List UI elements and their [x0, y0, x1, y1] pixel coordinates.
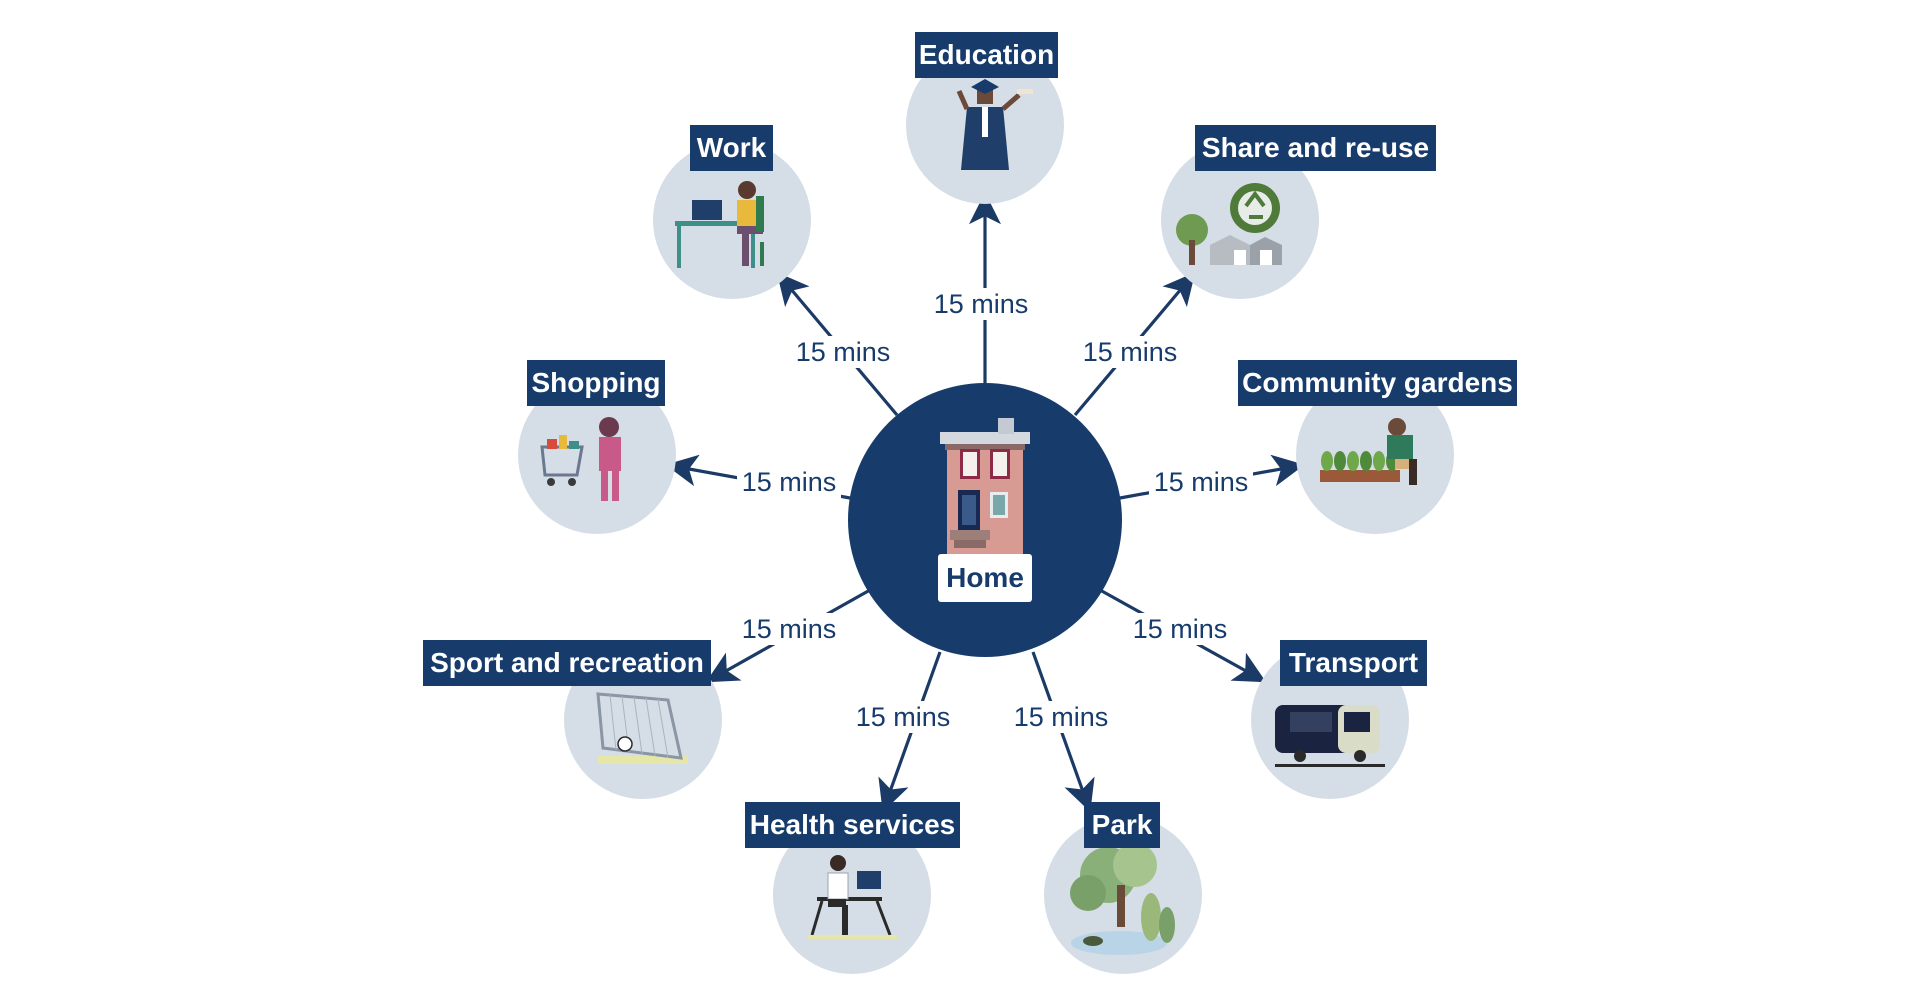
destination-health-services: Health services — [745, 802, 960, 974]
travel-time-bg-education — [929, 288, 1033, 320]
education-tag — [915, 32, 1058, 78]
sport-and-recreation-label: Sport and recreation — [430, 647, 704, 678]
work-tag — [690, 125, 773, 171]
transport-tag — [1280, 640, 1427, 686]
travel-time-community-gardens: 15 mins — [1154, 467, 1249, 497]
travel-time-health-services: 15 mins — [856, 702, 951, 732]
destination-park: Park — [1044, 802, 1202, 974]
shopping-circle — [518, 376, 676, 534]
sport-and-recreation-tag — [423, 640, 711, 686]
community-gardens-label: Community gardens — [1242, 367, 1513, 398]
doctor-desk-icon — [807, 855, 897, 939]
transport-label: Transport — [1289, 647, 1418, 678]
shopping-label: Shopping — [531, 367, 660, 398]
work-label: Work — [697, 132, 767, 163]
destination-sport-and-recreation: Sport and recreation — [423, 640, 722, 799]
travel-time-bg-work — [791, 336, 895, 368]
share-and-re-use-tag — [1195, 125, 1436, 171]
travel-time-bg-sport-and-recreation — [737, 613, 841, 645]
health-services-tag — [745, 802, 960, 848]
soccer-goal-icon — [596, 692, 688, 764]
shopping-tag — [527, 360, 665, 406]
home-label-box — [938, 554, 1032, 602]
recycling-icon — [1176, 183, 1282, 265]
travel-time-bg-health-services — [851, 701, 955, 733]
education-label: Education — [919, 39, 1054, 70]
travel-time-park: 15 mins — [1014, 702, 1109, 732]
garden-bed-icon — [1320, 418, 1417, 485]
house-icon — [940, 418, 1030, 554]
destination-transport: Transport — [1251, 640, 1427, 799]
destination-work: Work — [653, 125, 811, 299]
travel-time-bg-share-and-re-use — [1078, 336, 1182, 368]
park-trees-icon — [1070, 843, 1175, 955]
destination-shopping: Shopping — [518, 360, 676, 534]
travel-time-share-and-re-use: 15 mins — [1083, 337, 1178, 367]
home-label: Home — [946, 562, 1024, 593]
destination-share-and-re-use: Share and re-use — [1161, 125, 1436, 299]
graduate-icon — [956, 79, 1033, 170]
destination-education: Education — [906, 32, 1064, 204]
tram-icon — [1275, 705, 1385, 767]
travel-time-bg-park — [1009, 701, 1113, 733]
travel-time-sport-and-recreation: 15 mins — [742, 614, 837, 644]
park-label: Park — [1092, 809, 1153, 840]
community-gardens-tag — [1238, 360, 1517, 406]
travel-time-shopping: 15 mins — [742, 467, 837, 497]
travel-time-education: 15 mins — [934, 289, 1029, 319]
park-tag — [1084, 802, 1160, 848]
desk-worker-icon — [675, 181, 764, 268]
destination-community-gardens: Community gardens — [1238, 360, 1517, 534]
travel-time-bg-shopping — [737, 466, 841, 498]
share-and-re-use-label: Share and re-use — [1202, 132, 1429, 163]
work-circle — [653, 141, 811, 299]
shopping-cart-icon — [540, 417, 621, 501]
travel-time-bg-community-gardens — [1149, 466, 1253, 498]
travel-time-transport: 15 mins — [1133, 614, 1228, 644]
travel-time-work: 15 mins — [796, 337, 891, 367]
travel-time-labels: 15 mins 15 mins 15 mins 15 mins 15 mins 15 mi… — [737, 288, 1253, 733]
travel-time-bg-transport — [1128, 613, 1232, 645]
health-services-label: Health services — [750, 809, 955, 840]
home-hub: Home — [848, 383, 1122, 657]
